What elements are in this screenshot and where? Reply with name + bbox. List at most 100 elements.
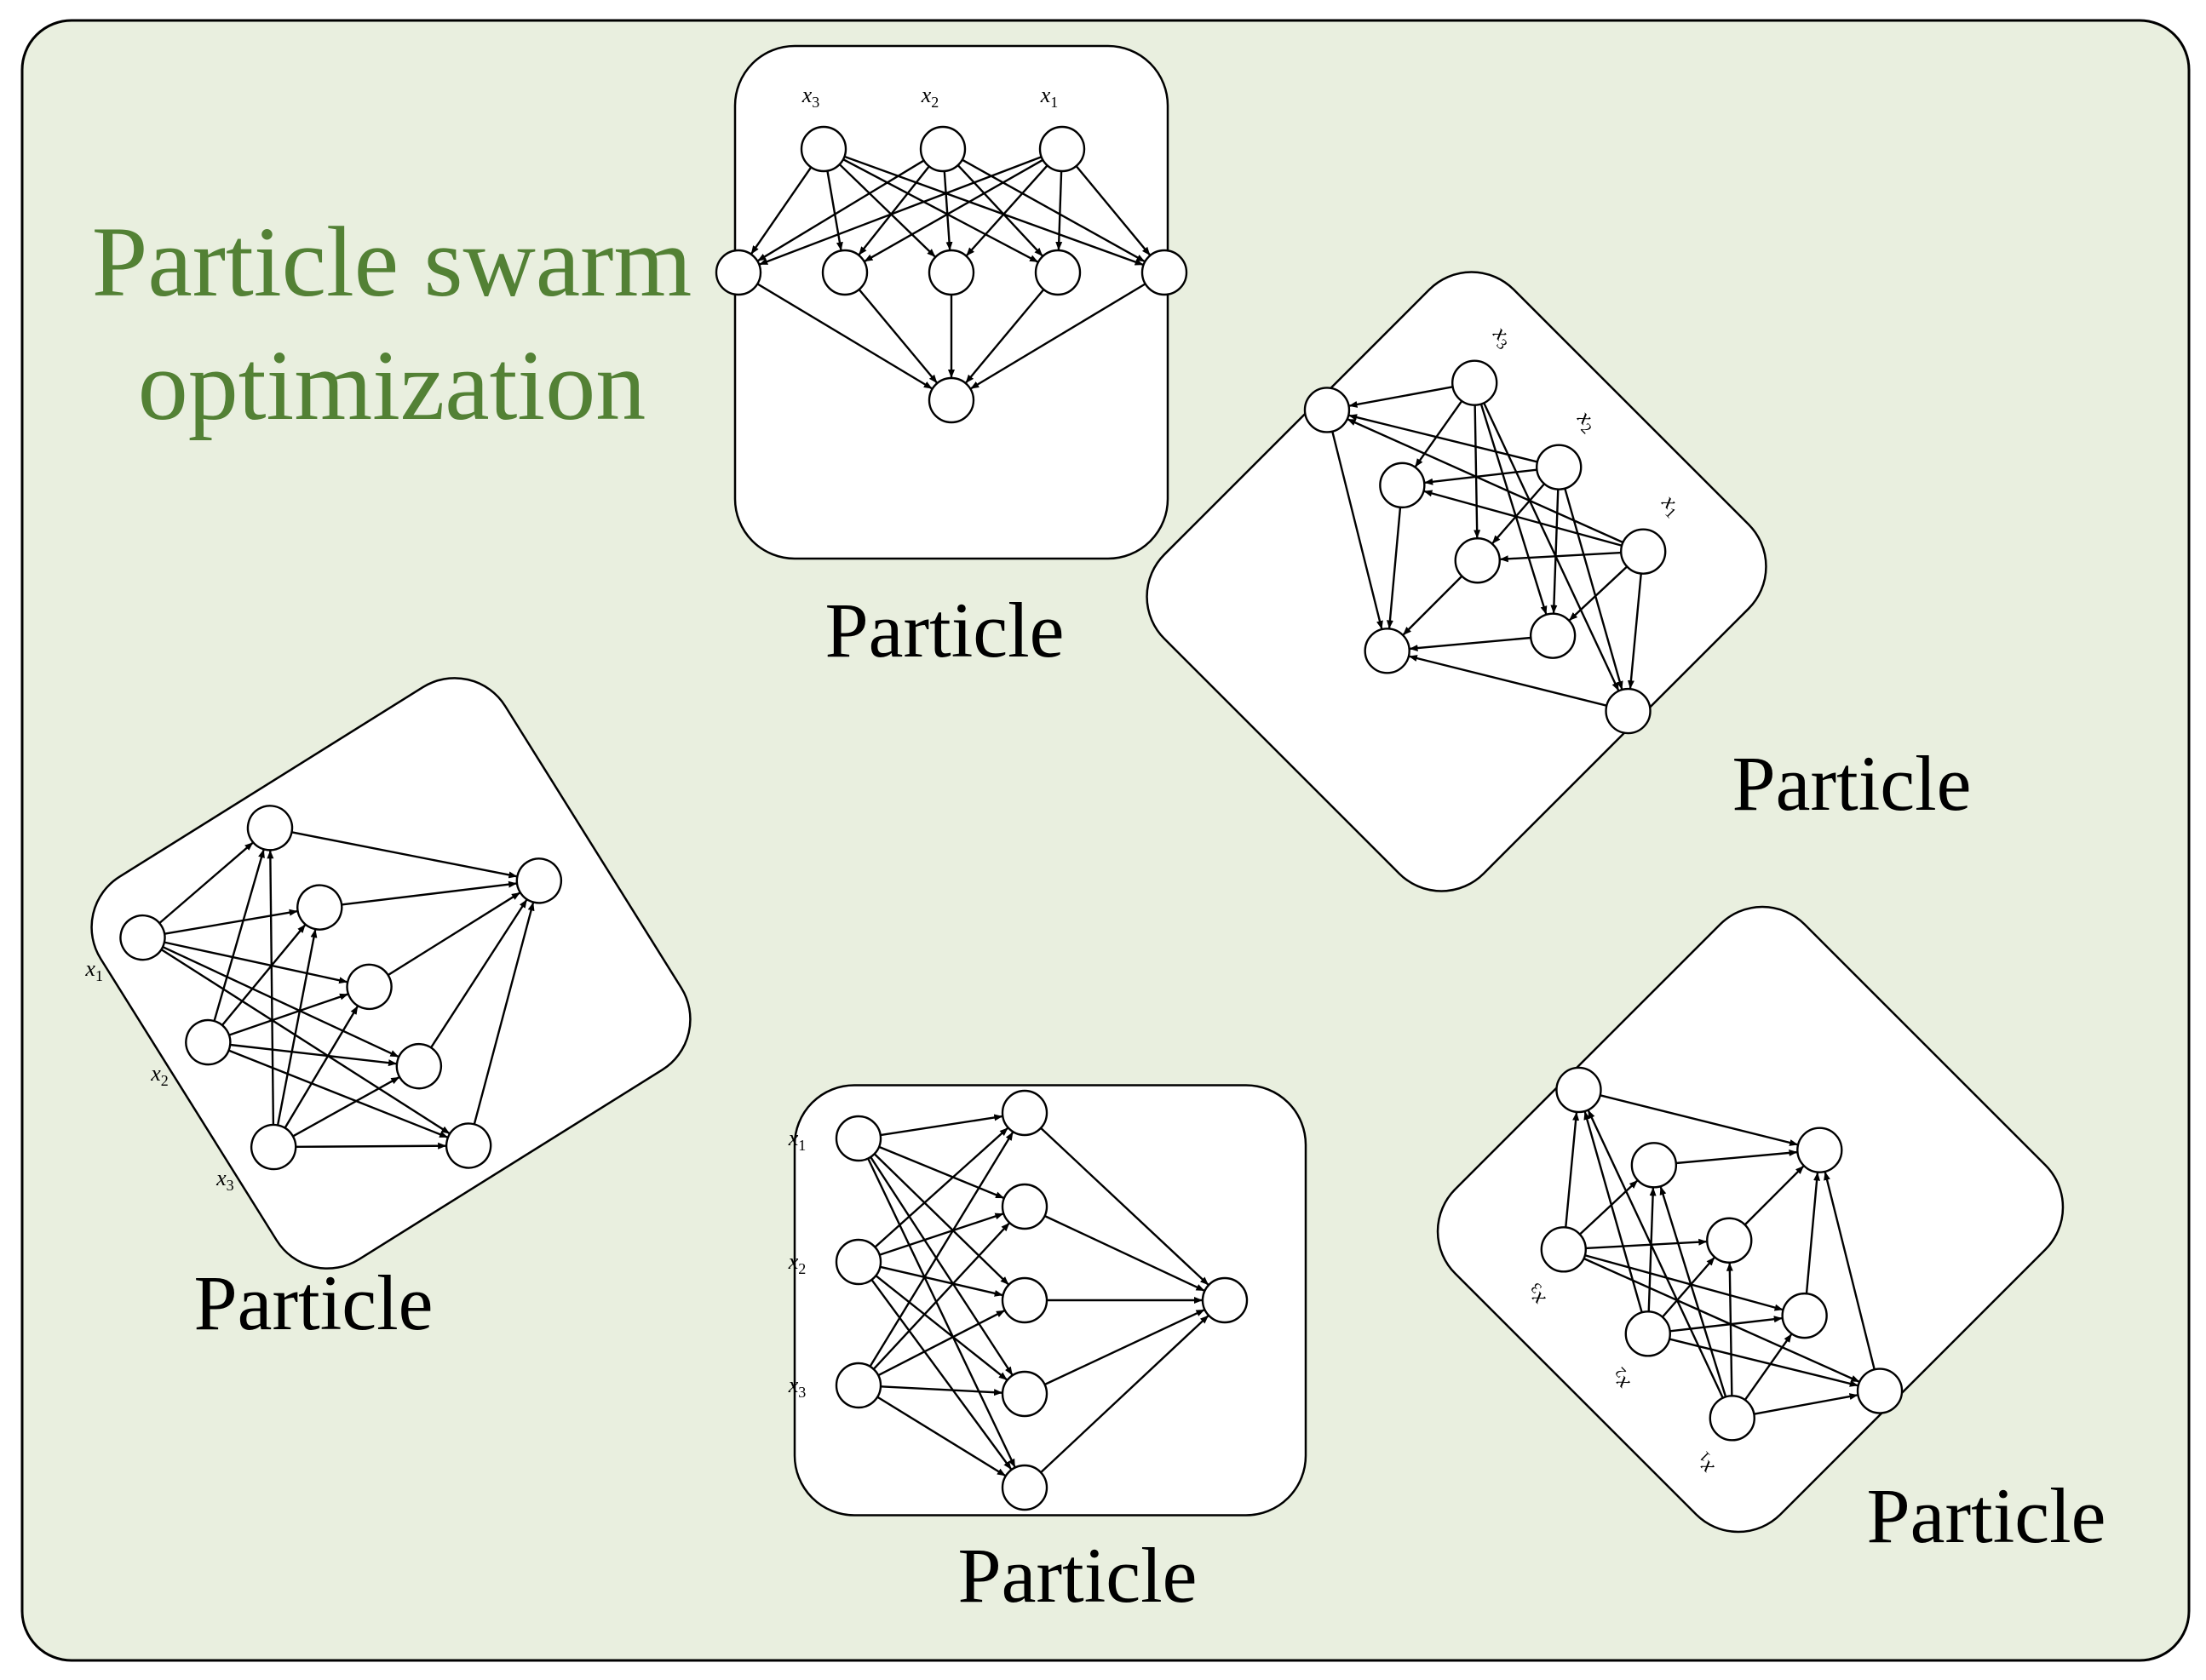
connection-arrow (213, 849, 265, 1022)
connection-arrow (844, 155, 1144, 266)
connection-arrow (1499, 551, 1622, 563)
output-node (928, 376, 975, 424)
input-node (250, 1123, 297, 1171)
connection-arrow (1578, 1179, 1638, 1236)
connection-arrow (872, 1222, 1010, 1370)
hidden-node (1001, 1370, 1048, 1418)
input-node (835, 1115, 882, 1162)
connection-arrow (1483, 402, 1620, 691)
connection-arrow (1348, 414, 1538, 463)
connection-arrow (267, 850, 275, 1126)
connection-arrow (878, 1145, 1004, 1199)
connection-arrow (877, 1310, 1005, 1377)
connection-arrow (1726, 1262, 1733, 1396)
output-node (1364, 628, 1410, 674)
connection-arrow (880, 1114, 1003, 1137)
connection-arrow (160, 949, 451, 1134)
hidden-node (1140, 249, 1188, 296)
hidden-node (1555, 1066, 1602, 1114)
connection-arrow (965, 289, 1045, 384)
connection-arrow (1669, 1316, 1783, 1333)
connection-arrow (874, 1127, 1008, 1248)
connection-arrow (1669, 1338, 1858, 1387)
connection-arrow (230, 1043, 398, 1067)
connection-arrow (1424, 468, 1537, 485)
connection-arrow (1805, 1172, 1821, 1294)
connection-arrow (1754, 1393, 1858, 1415)
particle-caption-4: Particle (957, 1532, 1198, 1619)
connection-arrow (864, 158, 1043, 262)
input-node (185, 1018, 232, 1066)
title-line-1: Particle swarm (91, 206, 692, 318)
hidden-node (1856, 1368, 1904, 1414)
connection-arrow (1550, 489, 1560, 614)
connection-arrow (296, 1142, 447, 1150)
connection-arrow (1040, 1315, 1209, 1474)
hidden-node (928, 249, 975, 296)
input-node (835, 1362, 882, 1409)
title-line-2: optimization (137, 330, 646, 441)
hidden-node (346, 963, 393, 1011)
connection-arrow (962, 158, 1146, 262)
hidden-node (1781, 1292, 1828, 1339)
input-node (1536, 444, 1583, 490)
connection-arrow (158, 842, 254, 925)
hidden-node (821, 249, 869, 296)
input-node (1624, 1310, 1671, 1357)
connection-arrow (1744, 1165, 1805, 1226)
connection-arrow (292, 1076, 400, 1138)
connection-arrow (1347, 418, 1623, 544)
connection-arrow (1402, 575, 1463, 636)
connection-arrow (1408, 655, 1607, 707)
hidden-node (1379, 462, 1426, 509)
hidden-node (1605, 687, 1652, 735)
connection-arrow (759, 156, 1043, 266)
hidden-node (1001, 1089, 1048, 1137)
particle-caption-3: Particle (193, 1259, 434, 1346)
connection-arrow (473, 902, 535, 1125)
connection-arrow (1661, 1257, 1715, 1318)
hidden-node (1034, 249, 1082, 296)
connection-arrow (1587, 1109, 1724, 1399)
connection-arrow (1583, 1257, 1860, 1383)
connection-arrow (284, 1006, 359, 1129)
connection-arrow (1583, 1110, 1643, 1313)
connection-arrow (870, 1279, 1012, 1471)
particle-caption-1: Particle (824, 587, 1065, 674)
connection-arrow (943, 170, 953, 251)
hidden-node (1529, 612, 1577, 659)
connection-arrow (1044, 1309, 1205, 1386)
connection-arrow (1600, 1094, 1799, 1146)
hidden-node (395, 1042, 443, 1090)
input-node (1620, 528, 1667, 575)
particle-caption-5: Particle (1866, 1472, 2106, 1559)
connection-arrow (1423, 490, 1623, 547)
connection-arrow (756, 283, 933, 390)
connection-arrow (1675, 1149, 1798, 1165)
connection-arrow (164, 909, 298, 935)
hidden-node (1001, 1464, 1048, 1511)
connection-arrow (1474, 404, 1481, 539)
hidden-node (1454, 537, 1501, 584)
output-node (1796, 1127, 1843, 1173)
hidden-node (1303, 387, 1351, 433)
connection-arrow (228, 993, 348, 1036)
input-node (119, 914, 166, 961)
connection-arrow (757, 159, 925, 262)
input-node (800, 125, 847, 173)
connection-arrow (1564, 488, 1623, 691)
hidden-node (1001, 1183, 1048, 1230)
connection-arrow (429, 899, 528, 1049)
input-node (1540, 1226, 1587, 1273)
connection-arrow (873, 1153, 1009, 1286)
connection-arrow (1479, 404, 1548, 615)
connection-arrow (341, 880, 518, 906)
connection-arrow (221, 924, 306, 1026)
input-node (1038, 125, 1086, 173)
output-node (1201, 1276, 1249, 1324)
connection-arrow (228, 1049, 448, 1138)
